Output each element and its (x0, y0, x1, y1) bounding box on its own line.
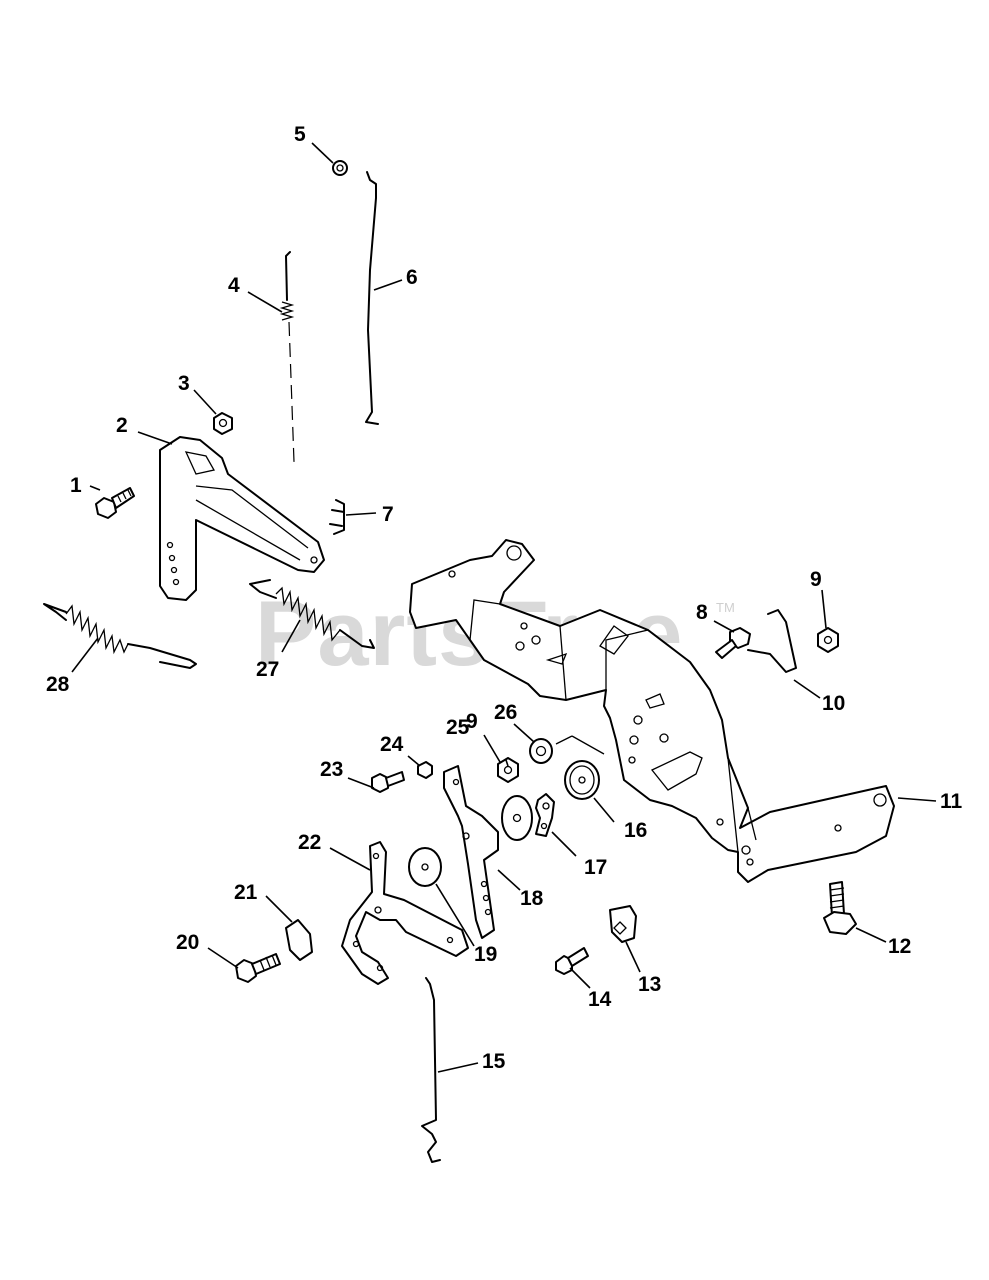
part-17-cam (535, 793, 555, 837)
part-7-clip (329, 499, 345, 535)
callout-21: 21 (234, 881, 258, 904)
part-27-spring (249, 579, 375, 649)
watermark-trademark: TM (716, 600, 735, 615)
part-2-lever (159, 436, 325, 601)
callout-labels: 5 6 4 3 2 1 7 27 28 8 9 10 11 12 13 14 1… (46, 123, 963, 1073)
callout-9-lower: 9 (466, 710, 478, 733)
callout-10: 10 (822, 692, 845, 715)
callout-20: 20 (176, 931, 199, 954)
part-9-nut-upper (817, 627, 839, 653)
part-13-clip (609, 905, 637, 943)
part-4-rod (279, 251, 295, 463)
callout-2: 2 (116, 414, 128, 437)
part-28-spring (43, 603, 197, 669)
part-20-bolt (235, 953, 281, 983)
callout-1: 1 (70, 474, 82, 497)
callout-18: 18 (520, 887, 544, 910)
part-23-bolt (371, 771, 405, 793)
callout-3: 3 (178, 372, 190, 395)
callout-11: 11 (940, 790, 963, 813)
callout-19: 19 (474, 943, 497, 966)
leader-lines (71, 142, 937, 1073)
part-10-link (747, 609, 797, 673)
part-18-lever (443, 765, 499, 939)
callout-16: 16 (624, 819, 647, 842)
part-26-spacer (529, 738, 553, 764)
callout-5: 5 (294, 123, 306, 146)
callout-7: 7 (382, 503, 394, 526)
part-3-nut (213, 412, 233, 435)
callout-24: 24 (380, 733, 404, 756)
callout-4: 4 (228, 274, 240, 297)
callout-14: 14 (588, 988, 612, 1011)
callout-28: 28 (46, 673, 70, 696)
part-15-rod (421, 977, 441, 1163)
callout-9-upper: 9 (810, 568, 822, 591)
part-9-nut-lower (497, 757, 519, 783)
part-19-washer (408, 847, 442, 887)
callout-25: 25 (446, 716, 470, 739)
part-6-rod (365, 171, 379, 425)
callout-26: 26 (494, 701, 517, 724)
part-12-bolt (823, 881, 857, 935)
part-24-nut (417, 761, 433, 779)
callout-23: 23 (320, 758, 343, 781)
part-16-washer (564, 760, 600, 800)
part-1-bolt (95, 487, 135, 519)
part-11-panel (409, 539, 895, 883)
callout-12: 12 (888, 935, 911, 958)
part-22-bracket (341, 841, 469, 985)
part-8-screw (715, 627, 751, 659)
callout-6: 6 (406, 266, 418, 289)
part-21-washer (285, 919, 313, 961)
callout-27: 27 (256, 658, 279, 681)
callout-8: 8 (696, 601, 708, 624)
callout-22: 22 (298, 831, 321, 854)
callout-13: 13 (638, 973, 661, 996)
part-5-nut (332, 160, 348, 176)
callout-15: 15 (482, 1050, 506, 1073)
part-25-washer (501, 795, 533, 841)
callout-17: 17 (584, 856, 607, 879)
